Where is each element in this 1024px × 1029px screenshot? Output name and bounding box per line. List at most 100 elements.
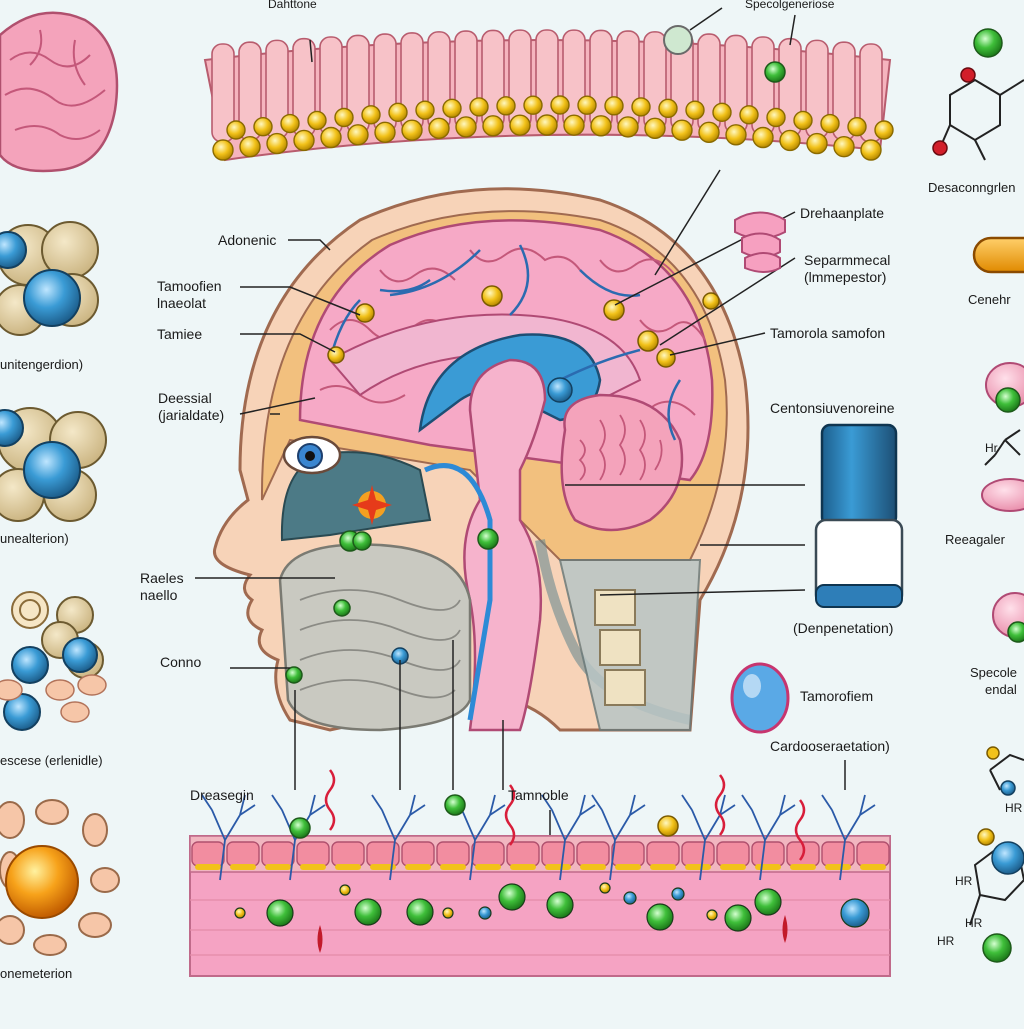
dernpenetation-label: (Denpenetation) [793, 620, 894, 636]
membrane-vesicle [536, 114, 558, 136]
top-right-header-label: Specolgeneriose [745, 0, 835, 11]
membrane-vesicle [239, 136, 261, 158]
right-hr-label: HR [955, 874, 973, 888]
tissue-molecule [671, 887, 685, 901]
droplet-icon [782, 915, 788, 943]
membrane-vesicle [698, 121, 720, 144]
membrane-column [535, 29, 559, 129]
right-hr-label: Hr [985, 441, 998, 455]
tissue-cell-band [615, 864, 641, 870]
tissue-molecule [754, 888, 782, 916]
glowing-ligand-icon [444, 794, 466, 816]
membrane-vesicle [604, 96, 624, 116]
tissue-molecule [442, 907, 454, 919]
membrane-vesicle [523, 95, 543, 115]
green-atom-icon [973, 28, 1003, 58]
tissue-cell-band [370, 864, 396, 870]
green-atom-icon [982, 933, 1012, 963]
tissue-cell-band [545, 864, 571, 870]
tamorola-label: Tamorola samofon [770, 325, 886, 341]
tissue-molecule [498, 883, 526, 911]
tissue-cell-band [790, 864, 816, 870]
membrane-vesicle [779, 129, 801, 152]
neuron-branch [271, 794, 326, 881]
tissue-cell-band [475, 864, 501, 870]
membrane-vesicle [266, 132, 288, 155]
membrane-vesicle [293, 129, 315, 152]
right-desaconngrlen-label: Desaconngrlen [928, 180, 1016, 195]
leader-line [789, 14, 796, 46]
leader-line [309, 39, 313, 63]
right-reeagaler-label: Reeagaler [945, 532, 1005, 547]
tissue-cell [856, 841, 890, 867]
conno-label: Conno [160, 654, 202, 670]
membrane-vesicle [442, 98, 462, 119]
tamorofiam-label: Tamorofiem [800, 688, 874, 704]
tissue-cell-band [405, 864, 431, 870]
red-atom-icon [932, 140, 948, 156]
tissue-cell-band [230, 864, 256, 870]
top-membrane-label: Dahttone [268, 0, 317, 11]
tissue-cell [471, 841, 505, 867]
tissue-cell-band [300, 864, 326, 870]
droplet-icon [317, 925, 323, 953]
membrane-vesicle [658, 98, 678, 119]
membrane-vesicle [617, 116, 639, 138]
membrane-vesicle [550, 95, 570, 115]
membrane-vesicle [685, 100, 705, 120]
right-hr-label: HR [1005, 801, 1023, 815]
tamoofen-sublabel: lnaeolat [157, 295, 207, 311]
membrane-vesicle [590, 115, 612, 137]
membrane-vesicle [334, 107, 354, 128]
signal-markers [285, 285, 720, 684]
membrane-vesicle [509, 114, 531, 136]
tissue-cell [681, 841, 715, 867]
neuron-icon-group [201, 794, 876, 881]
membrane-ligand-icon [764, 61, 786, 83]
membrane-vesicle [482, 115, 504, 137]
neuron-branch [541, 794, 596, 881]
membrane-vesicle [496, 96, 516, 116]
neuron-branch [451, 794, 506, 881]
left-cluster-4 [0, 799, 120, 956]
pink-mucus-icon [734, 211, 786, 273]
separmmecal-label: Separmmecal [804, 252, 891, 268]
membrane-vesicle-row [212, 95, 894, 161]
wavy-signal-icons [324, 769, 806, 861]
burst-icon [352, 485, 392, 525]
separmmecal-sublabel: (lmmepestor) [804, 269, 887, 285]
membrane-vesicle [793, 110, 813, 131]
right-cenehr-label: Cenehr [968, 292, 1011, 307]
tissue-cell-band [440, 864, 466, 870]
membrane-column [508, 29, 532, 129]
tissue-cell [331, 841, 365, 867]
right-pink-blobs [981, 362, 1024, 643]
membrane-vesicle [820, 113, 840, 134]
tissue-molecule [599, 882, 611, 894]
membrane-vesicle [725, 124, 747, 146]
tissue-molecule [406, 898, 434, 926]
blue-atom-icon [1000, 780, 1016, 796]
leader-line [689, 7, 723, 31]
brain-icon [0, 11, 119, 173]
tissue-cell [576, 841, 610, 867]
membrane-vesicle [226, 120, 246, 140]
raeles-label: Raeles [140, 570, 184, 586]
neuron-branch [201, 794, 256, 881]
membrane-vesicle [563, 114, 585, 136]
tissue-molecules [234, 882, 870, 932]
yellow-atom-icon [986, 746, 1000, 760]
membrane-vesicle [631, 97, 651, 117]
adonenic-label: Adonenic [218, 232, 277, 248]
tissue-cell-band [510, 864, 536, 870]
left-cluster-1-label: unitengerdion) [0, 357, 84, 372]
tissue-cell [751, 841, 785, 867]
tissue-cell [261, 841, 295, 867]
neuron-branch [741, 794, 796, 881]
blue-atom-icon [991, 841, 1024, 875]
membrane-vesicle [388, 102, 408, 123]
membrane-vesicle [428, 117, 450, 140]
tamiee-label: Tamiee [157, 326, 203, 342]
glowing-ligand-icon [657, 815, 679, 837]
